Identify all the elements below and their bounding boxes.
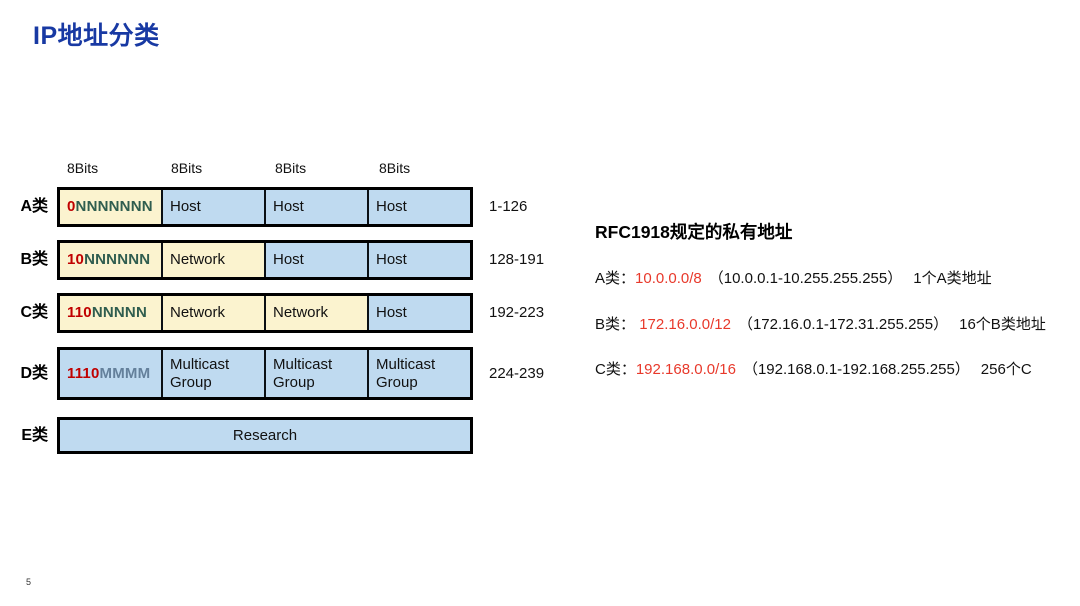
rfc-range: （10.0.0.1-10.255.255.255） [708, 270, 903, 287]
page-title: IP地址分类 [33, 22, 160, 50]
bits-header-2: 8Bits [275, 160, 307, 176]
cell-text: NNNNNNN [75, 198, 153, 216]
cell-text: Host [376, 198, 407, 216]
row-label-D类: D类 [20, 364, 48, 382]
range-label-B类: 128-191 [489, 251, 545, 268]
cell-text: MMMM [99, 364, 151, 382]
class-row-box-E类: Research [57, 417, 473, 454]
class-cell: Host [161, 190, 264, 224]
range-label-C类: 192-223 [489, 304, 545, 321]
cell-text: 1110 [67, 364, 100, 382]
cell-text: Host [170, 198, 201, 216]
rfc-entry-1: B类： 172.16.0.0/12 （172.16.0.1-172.31.255.… [595, 313, 1075, 334]
row-label-E类: E类 [21, 426, 48, 444]
cell-text: 10 [67, 251, 85, 269]
class-cell: Research [60, 420, 470, 451]
class-cell: Multicast Group [367, 350, 470, 397]
cell-text: Multicast Group [376, 356, 436, 391]
rfc-cidr: 10.0.0.0/8 [635, 270, 702, 287]
rfc1918-entries: A类：10.0.0.0/8 （10.0.0.1-10.255.255.255） 1个… [595, 267, 1075, 379]
row-label-B类: B类 [20, 251, 48, 268]
bits-header-row: 8Bits 8Bits 8Bits 8Bits [60, 160, 476, 176]
cell-text: NNNNN [91, 304, 147, 322]
class-cell: Network [161, 296, 264, 330]
cell-text: Host [376, 251, 407, 269]
cell-text: Research [232, 426, 298, 444]
cell-text: NNNNNN [84, 251, 151, 269]
rfc1918-heading: RFC1918规定的私有地址 [595, 222, 793, 242]
rfc-range: （172.16.0.1-172.31.255.255） [737, 315, 949, 333]
class-cell: Host [367, 190, 470, 224]
cell-text: Host [376, 304, 407, 322]
row-label-A类: A类 [20, 198, 48, 215]
cell-text: Network [170, 304, 226, 322]
rfc-class-label: B类： [595, 315, 640, 333]
rfc-class-label: A类： [595, 270, 636, 287]
class-cell: Multicast Group [161, 350, 264, 397]
class-cell: Multicast Group [264, 350, 367, 397]
rfc-entry-0: A类：10.0.0.0/8 （10.0.0.1-10.255.255.255） 1个… [595, 267, 1075, 288]
class-cell: Host [264, 243, 367, 277]
cell-text: Host [273, 198, 304, 216]
class-cell: Network [161, 243, 264, 277]
class-cell: Host [367, 243, 470, 277]
bits-header-3: 8Bits [379, 160, 411, 176]
rfc-cidr: 192.168.0.0/16 [635, 361, 736, 378]
rfc-count: 16个B类地址 [959, 315, 1046, 333]
rfc-count: 256个C [980, 361, 1032, 378]
cell-text: Multicast Group [273, 356, 333, 391]
rfc-cidr: 172.16.0.0/12 [639, 315, 731, 333]
cell-text: 110 [67, 304, 92, 322]
range-label-A类: 1-126 [489, 198, 528, 215]
range-label-D类: 224-239 [489, 364, 545, 382]
cell-text: 0 [67, 198, 76, 216]
cell-text: Host [273, 251, 304, 269]
bits-header-0: 8Bits [67, 160, 99, 176]
cell-text: Network [170, 251, 226, 269]
rfc-range: （192.168.0.1-192.168.255.255） [742, 361, 970, 378]
cell-text: Network [273, 304, 329, 322]
cell-text: Multicast Group [170, 356, 230, 391]
row-label-C类: C类 [20, 304, 48, 321]
rfc1918-panel: RFC1918规定的私有地址 A类：10.0.0.0/8 （10.0.0.1-10… [595, 219, 1075, 404]
page-number: 5 [26, 577, 32, 587]
class-cell: Host [367, 296, 470, 330]
bits-header-1: 8Bits [171, 160, 203, 176]
rfc-entry-2: C类：192.168.0.0/16 （192.168.0.1-192.168.25… [595, 358, 1075, 379]
rfc-count: 1个A类地址 [913, 270, 992, 287]
class-cell: Network [264, 296, 367, 330]
class-cell: Host [264, 190, 367, 224]
rfc-class-label: C类： [595, 361, 636, 378]
